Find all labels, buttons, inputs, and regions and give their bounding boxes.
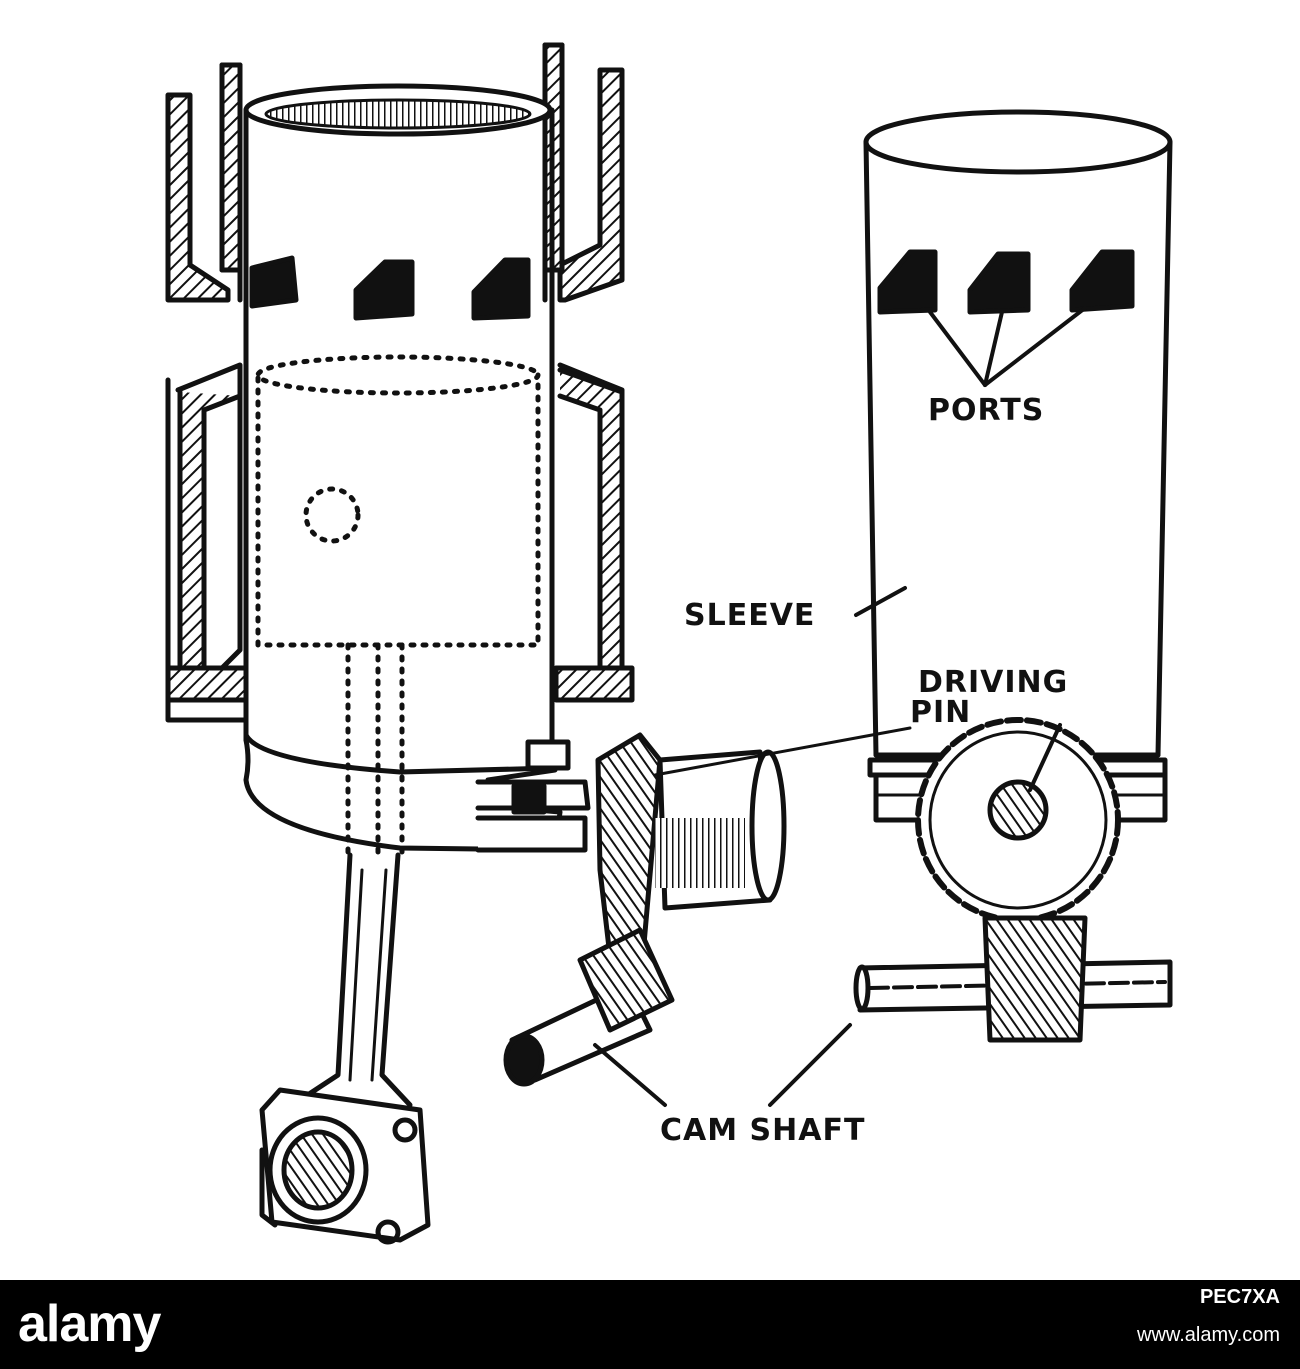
label-driving-pin-line2: PIN [910,695,971,730]
cylinder-jacket [165,42,635,723]
sleeve-leader-arrow [854,586,907,617]
cam-shaft-leader-arrows [593,1023,852,1107]
sleeve-valve-diagram: PORTS SLEEVE DRIVING PIN CAM SHAFT [165,42,1173,1245]
piston-outline [255,354,541,863]
label-driving-pin-line1: DRIVING [918,665,1068,700]
image-code: PEC7XA [1199,1286,1280,1308]
left-sleeve-ports [249,255,531,321]
cam-shaft-left [503,927,675,1087]
left-sleeve [243,83,555,743]
cam-shaft-right [853,915,1173,1043]
site-url: www.alamy.com [1137,1324,1280,1346]
label-ports: PORTS [928,393,1044,428]
driving-pin-leader [653,726,912,777]
driving-gear [915,717,1121,923]
right-sleeve-ports [877,249,1135,315]
watermark-banner: alamy PEC7XA www.alamy.com [0,1280,1300,1369]
connecting-rod [259,852,431,1245]
label-sleeve: SLEEVE [684,598,815,633]
brand-logo: alamy [18,1295,161,1353]
driving-pin [987,779,1049,841]
label-cam-shaft: CAM SHAFT [660,1113,865,1148]
sleeve-collar [243,732,591,853]
ports-leader-arrows [928,306,1087,387]
